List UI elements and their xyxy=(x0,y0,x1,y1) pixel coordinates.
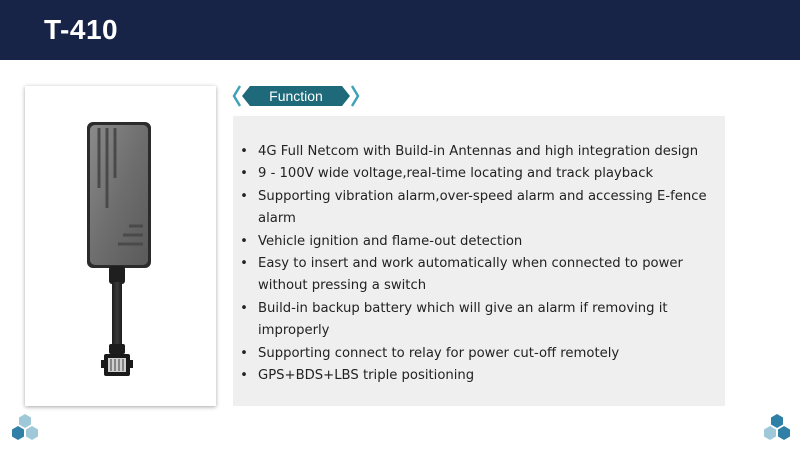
feature-item: • GPS+BDS+LBS triple positioning xyxy=(239,365,723,387)
tag-banner-icon xyxy=(232,85,360,107)
feature-item: • Build-in backup battery which will give… xyxy=(239,298,723,343)
feature-text: Supporting vibration alarm,over-speed al… xyxy=(258,188,707,227)
feature-text: Supporting connect to relay for power cu… xyxy=(258,345,620,361)
features-panel: • 4G Full Netcom with Build-in Antennas a… xyxy=(233,116,725,406)
bullet-icon: • xyxy=(240,368,248,384)
page-title: T-410 xyxy=(44,14,119,45)
feature-text: Build-in backup battery which will give … xyxy=(258,300,668,339)
bullet-icon: • xyxy=(240,188,248,204)
feature-item: • 9 - 100V wide voltage,real-time locatin… xyxy=(239,163,723,185)
feature-item: • Easy to insert and work automatically w… xyxy=(239,253,723,298)
feature-text: 9 - 100V wide voltage,real-time locating… xyxy=(258,166,654,182)
section-label: Function xyxy=(269,88,323,104)
bullet-icon: • xyxy=(240,256,248,272)
product-image-card xyxy=(25,86,216,406)
feature-text: GPS+BDS+LBS triple positioning xyxy=(258,368,475,384)
feature-item: • Supporting vibration alarm,over-speed a… xyxy=(239,186,723,231)
title-bar: T-410 xyxy=(0,0,800,60)
hexagon-cluster-icon xyxy=(10,412,40,447)
section-tag-function: Function xyxy=(232,85,360,107)
bullet-icon: • xyxy=(240,345,248,361)
bullet-icon: • xyxy=(240,166,248,182)
feature-item: • Supporting connect to relay for power c… xyxy=(239,343,723,365)
feature-item: • 4G Full Netcom with Build-in Antennas a… xyxy=(239,141,723,163)
feature-item: • Vehicle ignition and flame-out detectio… xyxy=(239,231,723,253)
feature-list: • 4G Full Netcom with Build-in Antennas a… xyxy=(239,141,723,387)
gps-tracker-device-image xyxy=(87,122,151,376)
feature-text: Easy to insert and work automatically wh… xyxy=(258,256,683,294)
hexagon-cluster-icon xyxy=(762,412,792,447)
bullet-icon: • xyxy=(240,233,248,249)
bullet-icon: • xyxy=(240,300,248,316)
feature-text: Vehicle ignition and flame-out detection xyxy=(258,233,523,249)
feature-text: 4G Full Netcom with Build-in Antennas an… xyxy=(258,144,699,159)
bullet-icon: • xyxy=(240,144,248,159)
